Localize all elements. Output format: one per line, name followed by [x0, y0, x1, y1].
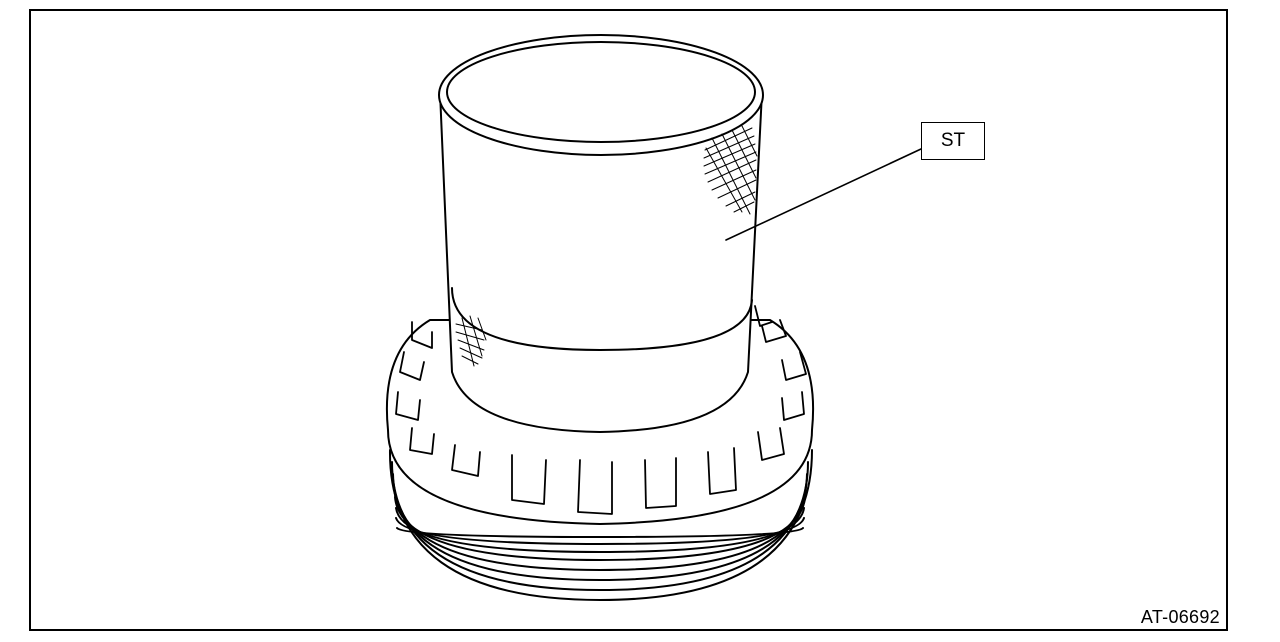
tool-cylinder-band	[451, 287, 753, 351]
hub-teeth	[395, 299, 807, 515]
figure-id: AT-06692	[1140, 607, 1220, 627]
cylinder-hatching	[455, 125, 758, 367]
tool-cylinder-top-inner	[446, 41, 756, 143]
tool-cylinder-body	[439, 91, 763, 433]
tool-cylinder-top-outer	[438, 34, 764, 156]
callout-label-st: ST	[921, 122, 985, 160]
hub-base-rings	[388, 449, 813, 601]
callout-leader-line	[725, 148, 922, 241]
figure-frame	[29, 9, 1228, 631]
callout-label-text: ST	[940, 130, 966, 151]
